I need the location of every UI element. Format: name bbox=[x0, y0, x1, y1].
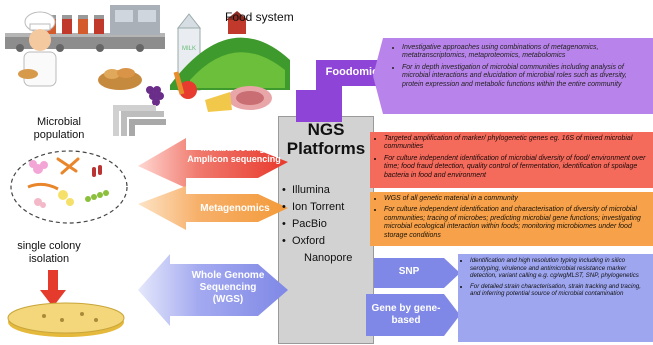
single-colony-label: single colony isolation bbox=[4, 240, 94, 266]
wgs-arrow bbox=[138, 250, 288, 330]
metagenomics-label: Metagenomics bbox=[200, 203, 270, 214]
ngs-platform-list: • Illumina • Ion Torrent • PacBio • Oxfo… bbox=[282, 182, 374, 267]
foodomics-details-arrow bbox=[373, 38, 653, 114]
agar-plate bbox=[4, 296, 128, 340]
chevrons-icon bbox=[108, 104, 168, 140]
metabarcoding-label: Metabarcoding/ Amplicon sequencing bbox=[180, 143, 288, 165]
gene-by-gene-arrow bbox=[366, 294, 460, 336]
metagenomics-arrow bbox=[138, 180, 288, 240]
ngs-title-line1: NGS bbox=[307, 120, 345, 139]
gene-by-gene-label-line1: Gene by gene- bbox=[371, 303, 441, 314]
microbial-label-line2: population bbox=[33, 129, 85, 141]
ngs-title-line2: Platforms bbox=[286, 139, 366, 158]
metabarcoding-label-line1: Metabarcoding/ bbox=[200, 143, 268, 153]
food-system-illustration: MILK bbox=[0, 0, 300, 115]
metagenomics-bullet-1: WGS of all genetic material in a communi… bbox=[384, 195, 650, 203]
microbial-label: Microbial population bbox=[14, 116, 104, 142]
platform-nanopore: Nanopore bbox=[304, 252, 353, 264]
gene-by-gene-label-line2: based bbox=[391, 315, 421, 326]
foodomics-bullet-2: For in depth investigation of microbial … bbox=[402, 64, 650, 89]
platform-illumina: • Illumina bbox=[282, 184, 330, 196]
platform-ion-torrent: • Ion Torrent bbox=[282, 201, 345, 213]
wgs-label-line1: Whole Genome bbox=[191, 270, 265, 281]
metabarcoding-arrow bbox=[138, 128, 288, 196]
wgs-details: Identification and high resolution typin… bbox=[460, 257, 652, 301]
foodomics-bullet-1: Investigative approaches using combinati… bbox=[402, 44, 650, 61]
microbial-population-dish bbox=[8, 147, 130, 227]
snp-arrow bbox=[374, 258, 460, 288]
microbial-label-line1: Microbial bbox=[36, 116, 81, 128]
foodomics-details: Investigative approaches using combinati… bbox=[392, 44, 650, 92]
svg-text:MILK: MILK bbox=[182, 46, 196, 52]
wgs-label: Whole Genome Sequencing (WGS) bbox=[178, 270, 278, 306]
snp-label: SNP bbox=[398, 266, 420, 277]
metabarcoding-bullet-2: For culture independent identification o… bbox=[384, 155, 650, 180]
gene-by-gene-label: Gene by gene- based bbox=[366, 303, 446, 327]
single-colony-label-line1: single colony bbox=[17, 240, 81, 252]
ngs-platforms-box bbox=[278, 116, 374, 344]
foodomics-label: Foodomics bbox=[325, 66, 385, 78]
wgs-label-line2: Sequencing bbox=[199, 282, 257, 293]
wgs-label-line3: (WGS) bbox=[212, 294, 244, 305]
wgs-bullet-1: Identification and high resolution typin… bbox=[470, 257, 652, 280]
single-colony-label-line2: isolation bbox=[28, 253, 70, 265]
food-system-title: Food system bbox=[225, 10, 294, 24]
metabarcoding-details-box bbox=[370, 132, 653, 188]
metabarcoding-label-line2: Amplicon sequencing bbox=[187, 154, 281, 164]
platform-oxford: • Oxford bbox=[282, 235, 325, 247]
metabarcoding-details: Targeted amplification of marker/ phylog… bbox=[374, 135, 650, 183]
wgs-details-box bbox=[458, 254, 653, 342]
metagenomics-bullet-2: For culture independent identification a… bbox=[384, 206, 650, 240]
ngs-title: NGS Platforms bbox=[278, 120, 374, 158]
wgs-bullet-2: For detailed strain characterisation, st… bbox=[470, 283, 652, 298]
metagenomics-details: WGS of all genetic material in a communi… bbox=[374, 195, 650, 243]
down-arrow-icon bbox=[38, 270, 68, 308]
platform-pacbio: • PacBio bbox=[282, 218, 327, 230]
metagenomics-details-box bbox=[370, 192, 653, 246]
metabarcoding-bullet-1: Targeted amplification of marker/ phylog… bbox=[384, 135, 650, 152]
